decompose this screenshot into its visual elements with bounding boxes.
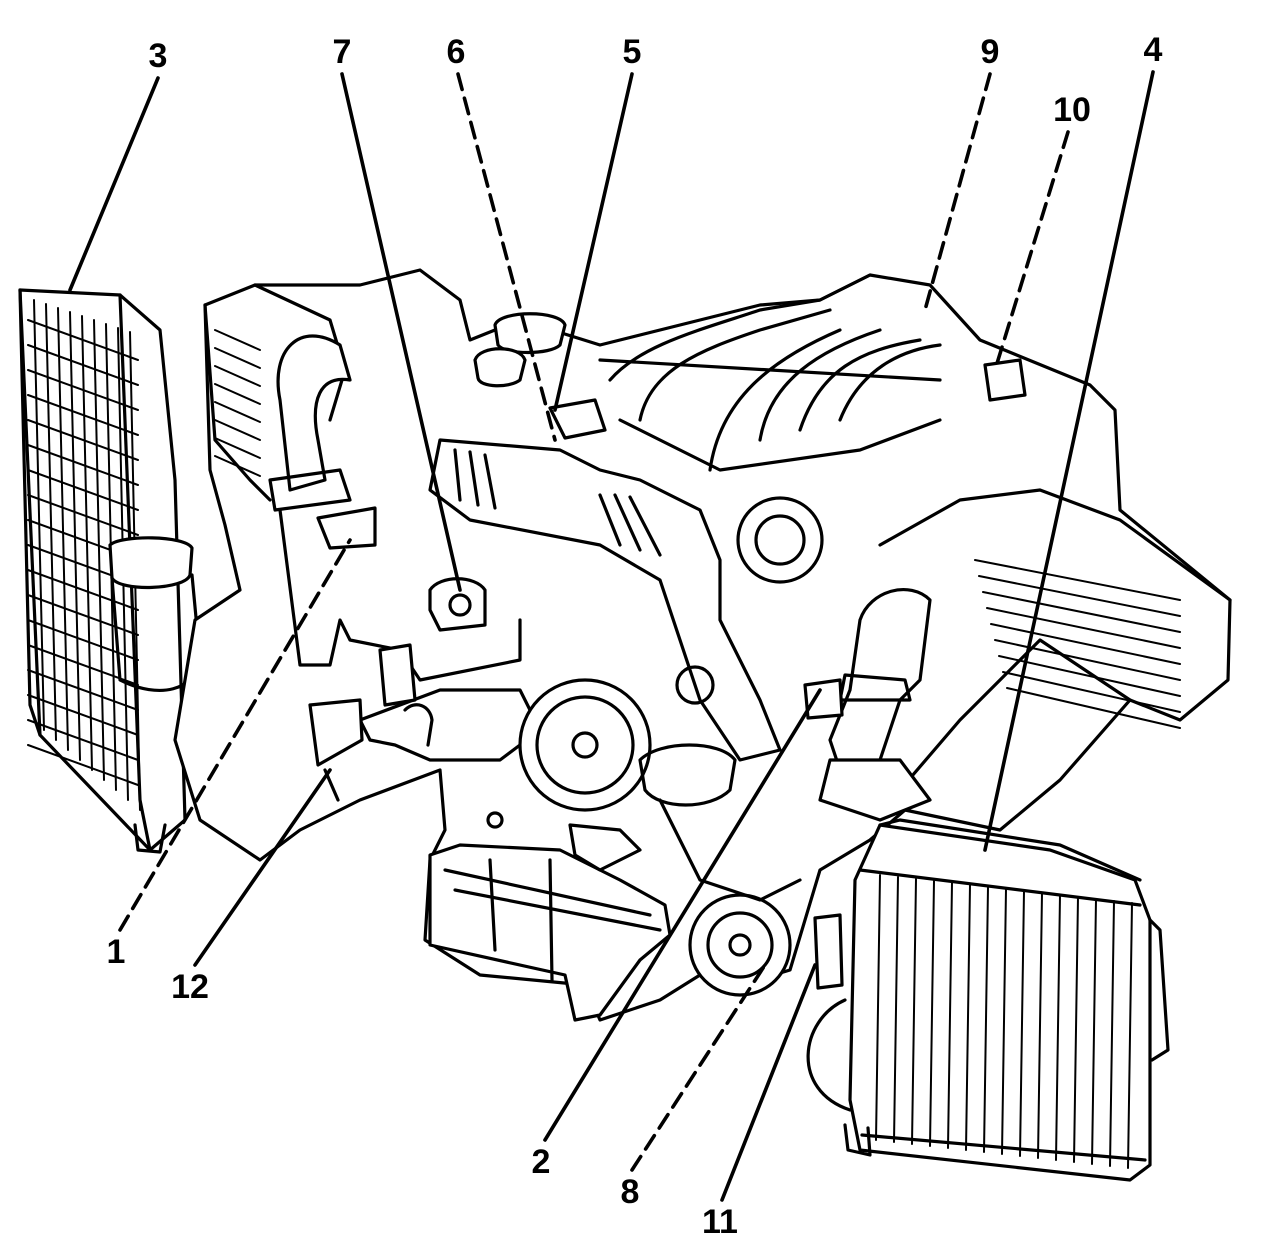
leader-line-7 (340, 72, 462, 592)
callout-9: 9 (980, 33, 1000, 71)
callout-1: 1 (106, 933, 126, 971)
callout-6: 6 (446, 33, 466, 71)
leader-line-1 (118, 538, 352, 932)
leader-line-12 (193, 768, 332, 967)
leader-line-10 (993, 130, 1070, 372)
leader-line-3 (68, 76, 160, 292)
callout-3: 3 (148, 37, 168, 75)
callout-7: 7 (332, 33, 352, 71)
callout-2: 2 (531, 1143, 551, 1181)
left-intercooler (18, 288, 202, 854)
callout-10: 10 (1053, 91, 1091, 129)
callout-11: 11 (702, 1203, 738, 1241)
hoses (268, 334, 932, 822)
pulleys (518, 496, 824, 997)
leader-line-11 (720, 963, 817, 1202)
leader-line-5 (553, 72, 634, 412)
sensors (308, 358, 1027, 990)
oil-pan (428, 811, 672, 1022)
callout-leaders (68, 70, 1155, 1202)
callout-5: 5 (622, 33, 642, 71)
callout-12: 12 (171, 968, 209, 1006)
callout-4: 4 (1143, 31, 1163, 69)
callout-8: 8 (620, 1173, 640, 1211)
leader-line-8 (630, 963, 767, 1172)
right-intercooler (806, 818, 1170, 1182)
leader-line-4 (983, 70, 1155, 852)
leader-line-9 (923, 72, 992, 312)
leader-line-2 (543, 688, 822, 1142)
leader-line-6 (456, 72, 557, 442)
